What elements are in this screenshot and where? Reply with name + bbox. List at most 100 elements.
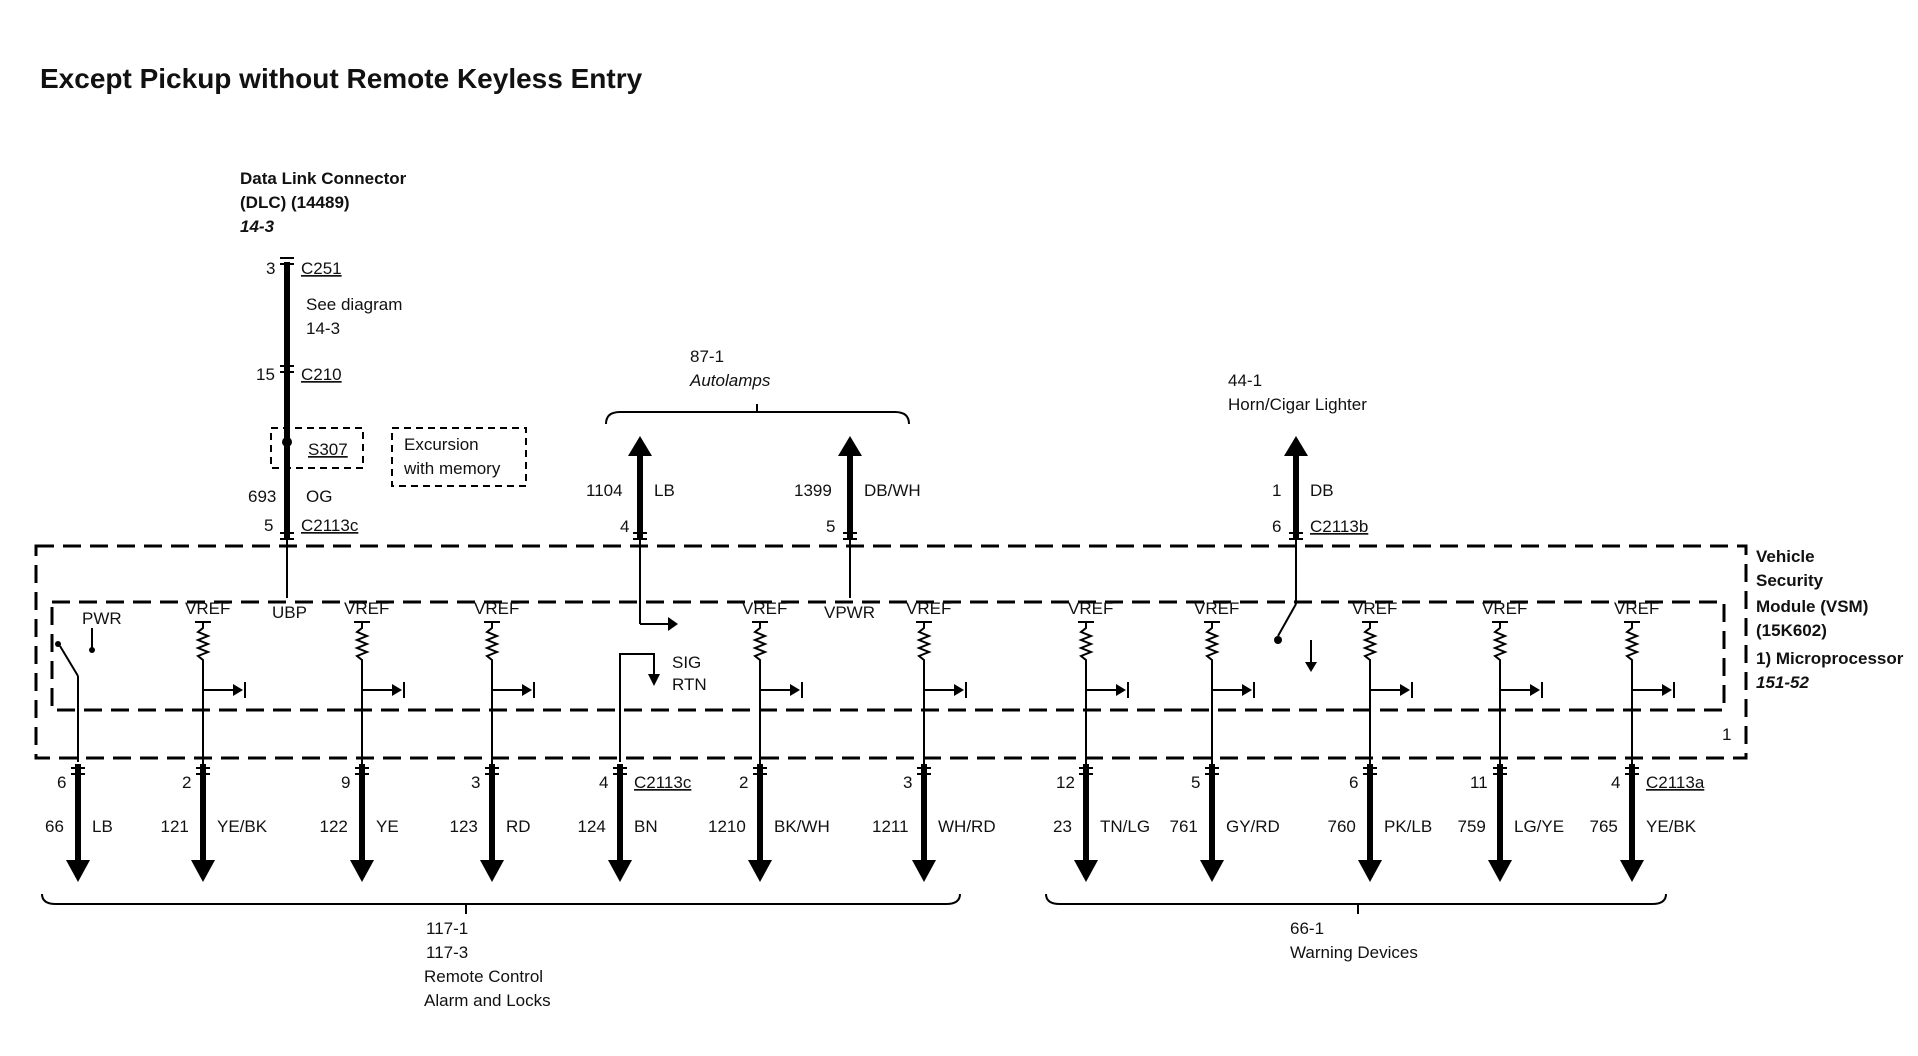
wire-color: PK/LB (1384, 817, 1432, 836)
vref-pullup: VREF (1614, 599, 1675, 764)
vref-label: VREF (344, 599, 389, 618)
wire-arrow (191, 860, 215, 882)
vref-label: VREF (1068, 599, 1113, 618)
c251-connector: C251 (301, 259, 342, 278)
group-left-ref1: 117-1 (426, 919, 468, 938)
wire-circuit: 122 (320, 817, 348, 836)
c210-connector: C210 (301, 365, 342, 384)
wire-circuit: 124 (578, 817, 606, 836)
wire-arrow (1620, 860, 1644, 882)
group-right-name: Warning Devices (1290, 943, 1418, 962)
vsm-outer-box (34, 544, 1748, 760)
wire-arrow (1358, 860, 1382, 882)
vsm-line6: 151-52 (1756, 673, 1809, 692)
vref-label: VREF (1352, 599, 1397, 618)
vsm-line3: Module (VSM) (1756, 597, 1868, 616)
vref-pullup: VREF (185, 599, 246, 764)
wire-circuit: 760 (1328, 817, 1356, 836)
horn-ref: 44-1 (1228, 371, 1262, 390)
wire-arrow (912, 860, 936, 882)
vref-tap-arrow (954, 684, 964, 696)
vref-resistor (195, 622, 211, 764)
wire-color: BN (634, 817, 658, 836)
dlc-wire-color: OG (306, 487, 332, 506)
vsm-line4: (15K602) (1756, 621, 1827, 640)
vref-resistor (1078, 622, 1094, 764)
vref-pullup: VREF (1068, 599, 1129, 764)
wire-connector: C2113a (1646, 773, 1705, 792)
autolamps-branch: 87-1 Autolamps 1104 LB 4 1399 DB/WH 5 VP… (586, 347, 921, 631)
dlc-ref: 14-3 (240, 217, 275, 236)
sig-rtn: SIG RTN (619, 653, 707, 762)
dlc-label-line1: Data Link Connector (240, 169, 407, 188)
vref-tap-arrow (1662, 684, 1672, 696)
group-left-name2: Alarm and Locks (424, 991, 551, 1010)
vref-resistor (354, 622, 370, 764)
wire-pin: 4 (1611, 773, 1620, 792)
vref-pullup: VREF (344, 599, 405, 764)
group-right: 66-1 Warning Devices (1045, 893, 1667, 962)
pwr-switch: PWR (55, 609, 122, 762)
vref-label: VREF (1194, 599, 1239, 618)
autolamps-wire1-color: LB (654, 481, 675, 500)
wire-circuit: 761 (1170, 817, 1198, 836)
vsm-line2: Security (1756, 571, 1824, 590)
ubp-label: UBP (272, 603, 307, 622)
sig-label: SIG (672, 653, 701, 672)
wire-circuit: 23 (1053, 817, 1072, 836)
wire-circuit: 1210 (708, 817, 746, 836)
wire-circuit: 66 (45, 817, 64, 836)
wire-connector: C2113c (634, 773, 692, 792)
wire-color: LG/YE (1514, 817, 1564, 836)
horn-branch: 44-1 Horn/Cigar Lighter 1 DB 6 C2113b (1228, 371, 1368, 672)
vref-label: VREF (1482, 599, 1527, 618)
wire-arrow (66, 860, 90, 882)
vref-resistor (916, 622, 932, 764)
wire-color: YE/BK (1646, 817, 1697, 836)
vref-resistor (484, 622, 500, 764)
vref-tap-arrow (522, 684, 532, 696)
autolamps-wire2-circuit: 1399 (794, 481, 832, 500)
vref-label: VREF (474, 599, 519, 618)
excursion-line1: Excursion (404, 435, 479, 454)
wire-pin: 11 (1470, 773, 1488, 792)
vref-tap-arrow (1530, 684, 1540, 696)
autolamps-wire2-pin: 5 (826, 517, 835, 536)
wire-pin: 3 (471, 773, 480, 792)
wire-arrow (608, 860, 632, 882)
autolamps-wire2-color: DB/WH (864, 481, 921, 500)
wire-color: WH/RD (938, 817, 996, 836)
vref-pullup: VREF (906, 599, 967, 764)
wire-arrow (350, 860, 374, 882)
dlc-wire-circuit: 693 (248, 487, 276, 506)
wire-arrow (1200, 860, 1224, 882)
wire-arrow (1488, 860, 1512, 882)
vref-resistor (1492, 622, 1508, 764)
wire-pin: 9 (341, 773, 350, 792)
group-right-ref: 66-1 (1290, 919, 1324, 938)
horn-wire-color: DB (1310, 481, 1334, 500)
wire-circuit: 1211 (872, 817, 909, 836)
diagram-title: Except Pickup without Remote Keyless Ent… (40, 63, 643, 94)
c251-pin: 3 (266, 259, 275, 278)
group-left-name1: Remote Control (424, 967, 543, 986)
wire-circuit: 123 (450, 817, 478, 836)
dlc-branch: Data Link Connector (DLC) (14489) 14-3 3… (240, 169, 527, 622)
vref-tap-arrow (233, 684, 243, 696)
excursion-line2: with memory (403, 459, 501, 478)
vref-label: VREF (742, 599, 787, 618)
wire-pin: 12 (1056, 773, 1075, 792)
see-diagram-line1: See diagram (306, 295, 402, 314)
wire-color: BK/WH (774, 817, 830, 836)
rtn-label: RTN (672, 675, 707, 694)
dlc-label-line2: (DLC) (14489) (240, 193, 350, 212)
horn-connector: C2113b (1310, 517, 1368, 536)
autolamps-wire1-circuit: 1104 (586, 481, 623, 500)
autolamps-name: Autolamps (689, 371, 771, 390)
